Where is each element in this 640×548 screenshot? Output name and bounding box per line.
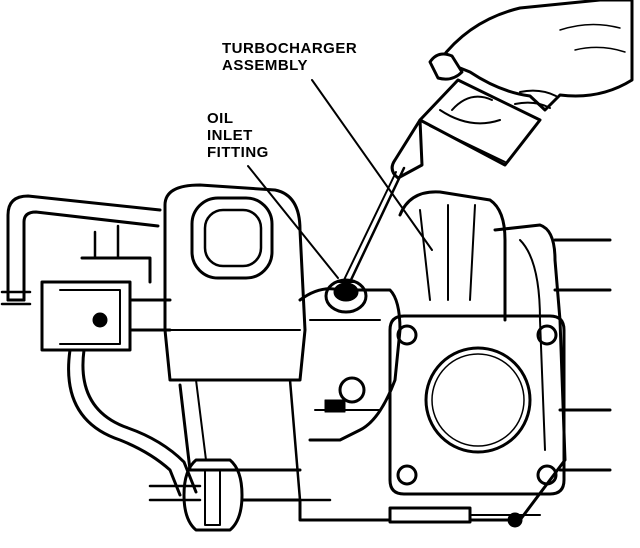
- label-line: TURBOCHARGER: [222, 40, 358, 57]
- hand-icon: [428, 0, 634, 112]
- turbine-housing: [398, 190, 612, 522]
- oil-inlet-fitting: [324, 278, 368, 314]
- wastegate-actuator: [182, 458, 541, 532]
- label-line: OIL: [207, 110, 234, 127]
- compressor-housing: [163, 183, 332, 502]
- oil-inlet-fitting-label: OIL INLET FITTING: [207, 110, 269, 161]
- center-bearing-housing: [298, 287, 402, 442]
- label-line: ASSEMBLY: [222, 57, 308, 74]
- left-coolant-pipe: [0, 194, 162, 306]
- label-line: FITTING: [207, 144, 269, 161]
- turbocharger-assembly-label: TURBOCHARGER ASSEMBLY: [222, 40, 357, 74]
- oil-return-line: [67, 348, 202, 502]
- oil-can-icon: [342, 78, 542, 284]
- callout-leaders: [247, 79, 433, 279]
- label-line: INLET: [207, 127, 253, 144]
- turbocharger-leader-line: [311, 79, 433, 251]
- exhaust-flange: [388, 314, 566, 496]
- oil-inlet-leader-line: [247, 165, 339, 279]
- left-mounting-block: [40, 224, 172, 352]
